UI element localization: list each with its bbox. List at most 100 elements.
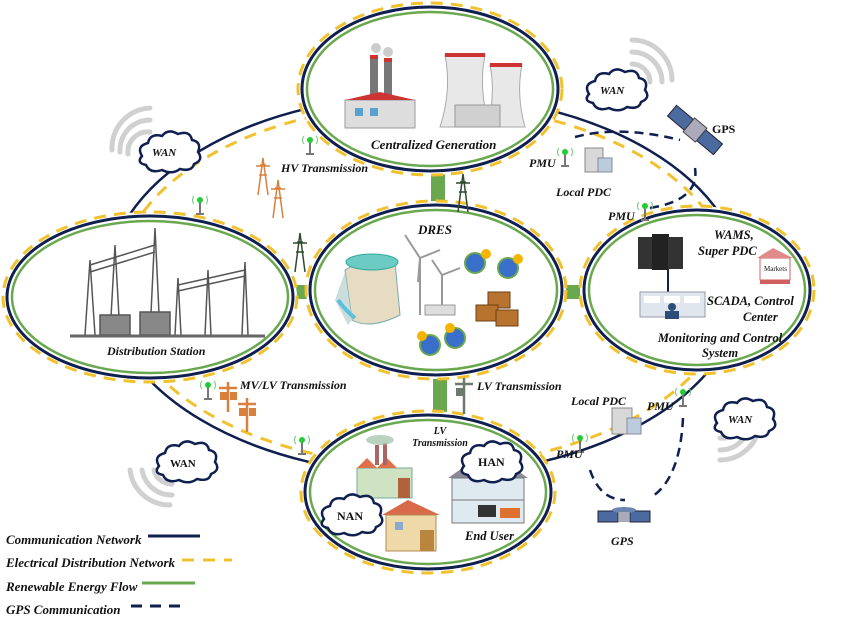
- gps-link-bottom-pmu: [588, 469, 626, 502]
- hydro-dam-icon: [335, 253, 401, 325]
- pmu-antenna-icon: [557, 147, 573, 167]
- gps-label-top: GPS: [712, 122, 736, 136]
- monitoring-illustration: [638, 234, 793, 319]
- dres-communication-border: [308, 203, 564, 377]
- monitoring-control-renewable-border: [587, 213, 807, 367]
- mvlv-transmission-label: MV/LV Transmission: [240, 378, 347, 392]
- lv-transmission-label: LV Transmission: [477, 379, 562, 393]
- scada-label-line2: Center: [743, 310, 778, 324]
- signal-arc-topright-icon: [629, 37, 675, 85]
- residential-house-icon: [382, 500, 440, 552]
- pmu-label-bottom1: PMU: [647, 399, 674, 413]
- dres-label: DRES: [418, 222, 452, 237]
- pmu-antenna-icon: [637, 201, 653, 221]
- wan-label-top: WAN: [600, 85, 625, 97]
- markets-label: Markets: [764, 265, 787, 273]
- wan-clouds: [138, 68, 777, 537]
- local-pdc-bottom-icon: [611, 407, 642, 435]
- pmu-antenna-icon: [675, 387, 691, 407]
- end-user-label: End User: [465, 529, 514, 543]
- scada-label-line1: SCADA, Control: [707, 294, 794, 308]
- lv-pole-icon: [455, 378, 473, 414]
- gps-satellite-top-icon: [666, 104, 724, 156]
- legend-item-gps: GPS Communication: [6, 599, 183, 623]
- gps-label-bottom: GPS: [611, 534, 634, 548]
- end-user-renewable-border: [308, 418, 548, 566]
- transmission-towers: [219, 157, 473, 432]
- hv-tower-icon: [256, 157, 285, 219]
- wan-label-right: WAN: [728, 414, 753, 426]
- gps-link-top-pmu2: [649, 167, 697, 210]
- legend-item-communication: Communication Network: [6, 528, 183, 552]
- wan-cloud-topleft-icon: [138, 130, 202, 174]
- signal-arc-bottomleft-icon: [127, 467, 175, 508]
- dres-tower-icon: [456, 173, 470, 213]
- markets-building-icon: [757, 248, 793, 284]
- wan-label-bottomleft: WAN: [170, 458, 196, 470]
- node-ellipses: [1, 1, 816, 575]
- pmu-antenna-icon: [192, 195, 208, 215]
- pmu-antenna-icon: [294, 435, 310, 455]
- wan-cloud-bottomleft-icon: [155, 440, 219, 484]
- han-cloud-icon: [460, 440, 524, 484]
- centralized-generation-label: Centralized Generation: [371, 137, 497, 152]
- dres-renewable-border: [313, 208, 559, 372]
- nan-label: NAN: [337, 509, 363, 523]
- legend-label: Electrical Distribution Network: [6, 555, 176, 571]
- pmu-antenna-icon: [302, 135, 318, 155]
- legend-label: GPS Communication: [6, 602, 121, 618]
- centralized-generation-node: [296, 1, 564, 177]
- pmu-label-top1: PMU: [529, 156, 556, 170]
- substation-icon: [70, 227, 265, 338]
- legend-item-renewable: Renewable Energy Flow: [6, 575, 183, 599]
- legend: Communication Network Electrical Distrib…: [6, 528, 183, 622]
- wams-label-line2: Super PDC: [698, 244, 757, 258]
- pmu-antenna-icon: [200, 380, 216, 400]
- local-pdc-label-bottom: Local PDC: [571, 394, 626, 408]
- monitoring-title-line2: System: [701, 346, 739, 360]
- wan-cloud-top-icon: [585, 68, 649, 112]
- local-pdc-top-icon: [584, 147, 613, 173]
- wan-cloud-right-icon: [713, 397, 777, 441]
- monitoring-control-communication-border: [582, 208, 812, 372]
- gps-link-top-pmu: [574, 130, 681, 142]
- wind-turbine-icon: [404, 234, 461, 316]
- pmu-antenna-icon: [572, 433, 588, 453]
- enduser-lv-line1: LV: [433, 426, 447, 437]
- gps-satellite-bottom-icon: [597, 507, 651, 523]
- nan-cloud-icon: [320, 493, 384, 537]
- wams-label-line1: WAMS,: [714, 228, 754, 242]
- control-center-icon: [639, 291, 706, 319]
- gps-link-bottom-pmu2: [649, 417, 685, 500]
- enduser-lv-line2: Transmission: [412, 438, 468, 449]
- distribution-station-renewable-border: [10, 219, 290, 375]
- centralized-generation-communication-border: [300, 5, 560, 173]
- pmu-label-bottom2: PMU: [556, 447, 583, 461]
- power-plant-icon: [344, 43, 526, 129]
- legend-lines: [131, 534, 232, 608]
- server-rack-icon: [638, 234, 683, 270]
- legend-item-electrical: Electrical Distribution Network: [6, 552, 183, 576]
- dres-illustration: [335, 234, 523, 356]
- distribution-tower-icon: [293, 232, 307, 273]
- dres-node: [304, 199, 568, 381]
- legend-label: Renewable Energy Flow: [6, 578, 138, 594]
- han-label: HAN: [478, 455, 505, 469]
- factory-icon: [356, 435, 413, 499]
- solar-panel-icon: [417, 249, 523, 356]
- distribution-station-label: Distribution Station: [107, 344, 206, 358]
- local-pdc-label-top: Local PDC: [556, 185, 611, 199]
- centralized-generation-renewable-border: [305, 10, 555, 168]
- legend-label: Communication Network: [6, 531, 142, 547]
- wan-label-topleft: WAN: [152, 147, 177, 159]
- pmu-antennas: [192, 135, 691, 455]
- battery-storage-icon: [475, 291, 519, 327]
- pmu-label-top2: PMU: [608, 209, 635, 223]
- signal-arc-topleft-icon: [109, 105, 153, 157]
- mvlv-pole-icon: [219, 382, 256, 432]
- hv-transmission-label: HV Transmission: [281, 161, 369, 175]
- gps-links: [574, 130, 697, 502]
- monitoring-title-line1: Monitoring and Control: [657, 331, 783, 345]
